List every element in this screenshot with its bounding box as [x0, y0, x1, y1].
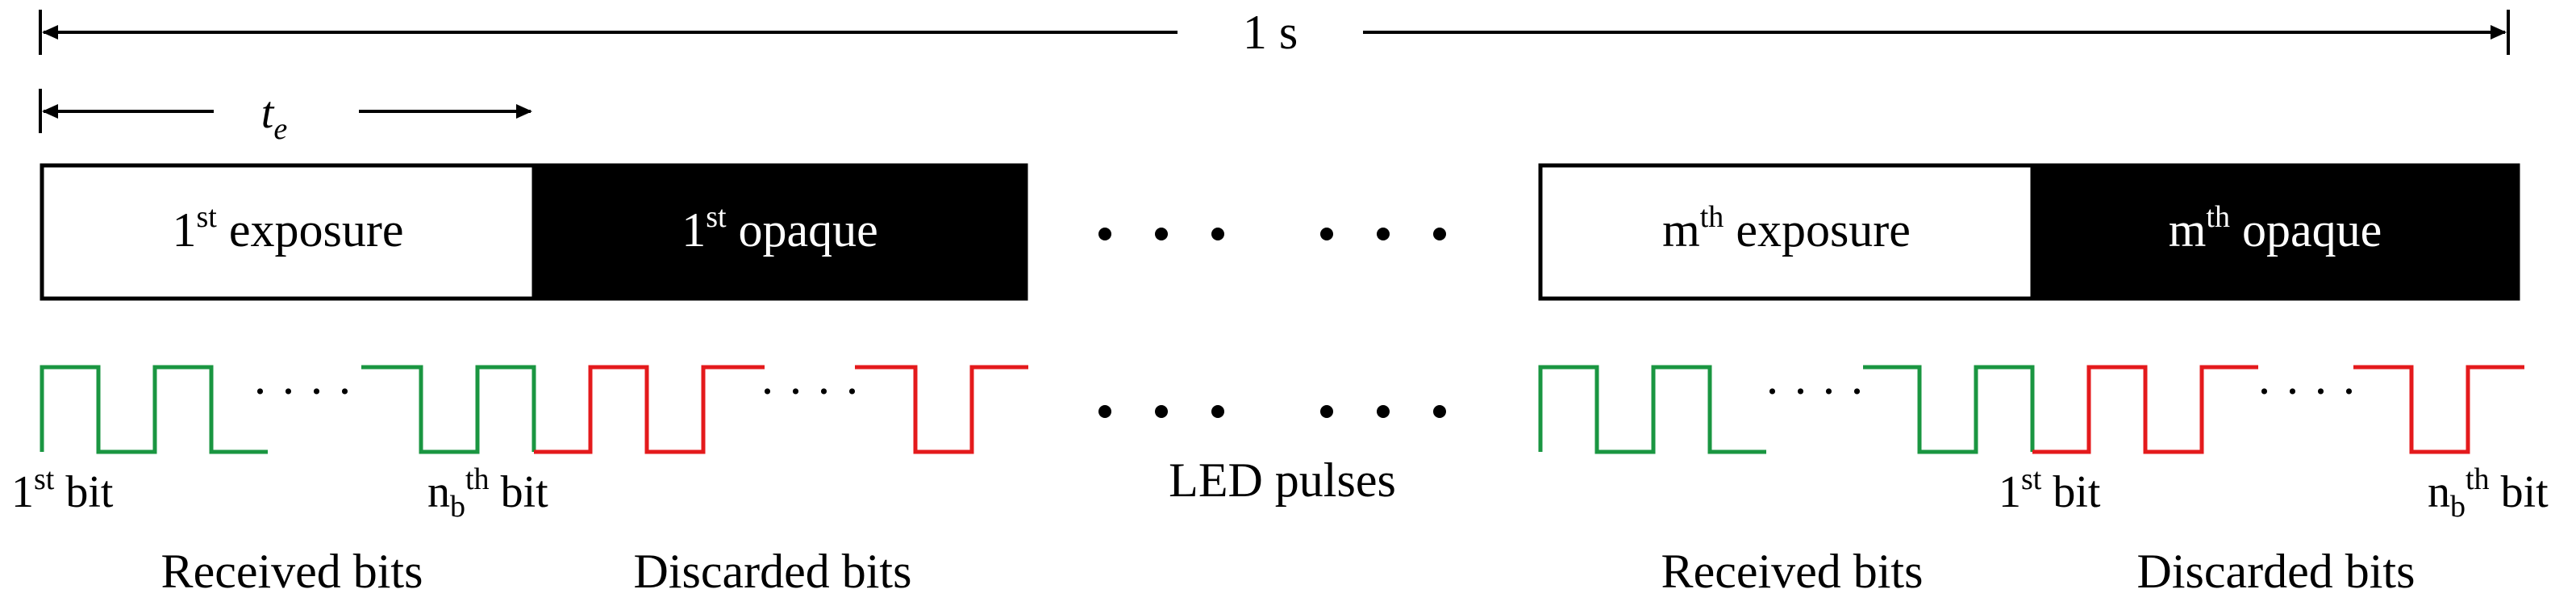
- discarded-pulses-right-1: [2032, 365, 2258, 454]
- pulse-dots-right-received: · · · ·: [1765, 365, 1865, 418]
- received-pulses-right-2: [1863, 365, 2035, 454]
- received-pulses-left-2: [361, 365, 536, 454]
- first-bit-label-left: 1st bit: [11, 462, 114, 517]
- block-gap-dots: [1098, 228, 1446, 240]
- last-bit-label-left: nbth bit: [427, 462, 548, 524]
- discarded-pulses-right-2: [2353, 365, 2524, 454]
- received-bits-label-right: Received bits: [1661, 545, 1924, 598]
- discarded-pulses-left-1: [534, 365, 765, 454]
- mth-opaque-block: [2030, 163, 2520, 301]
- pulse-dots-left-received: · · · ·: [252, 365, 353, 418]
- pulse-dots-right-discarded: · · · ·: [2257, 365, 2357, 418]
- first-exposure-label: 1st exposure: [173, 200, 404, 257]
- discarded-bits-label-right: Discarded bits: [2137, 545, 2416, 598]
- mth-exposure-block: [1538, 163, 2035, 301]
- mth-opaque-label: mth opaque: [2169, 200, 2382, 257]
- discarded-pulses-left-2: [855, 365, 1028, 454]
- pulse-gap-dots: [1098, 405, 1446, 418]
- received-pulses-right-1: [1538, 365, 1766, 454]
- first-opaque-label: 1st opaque: [682, 200, 878, 257]
- first-opaque-block: [531, 163, 1028, 301]
- received-pulses-left-1: [40, 365, 268, 454]
- exposure-time-label: te: [261, 88, 288, 146]
- first-bit-label-right: 1st bit: [1999, 462, 2101, 517]
- timeline-label: 1 s: [1243, 6, 1298, 59]
- led-pulses-label: LED pulses: [1169, 453, 1396, 507]
- discarded-bits-label-left: Discarded bits: [634, 545, 912, 598]
- mth-exposure-label: mth exposure: [1662, 200, 1911, 257]
- received-bits-label-left: Received bits: [161, 545, 423, 598]
- first-exposure-block: [40, 163, 536, 301]
- pulse-dots-left-discarded: · · · ·: [760, 365, 861, 418]
- last-bit-label-right: nbth bit: [2428, 462, 2549, 524]
